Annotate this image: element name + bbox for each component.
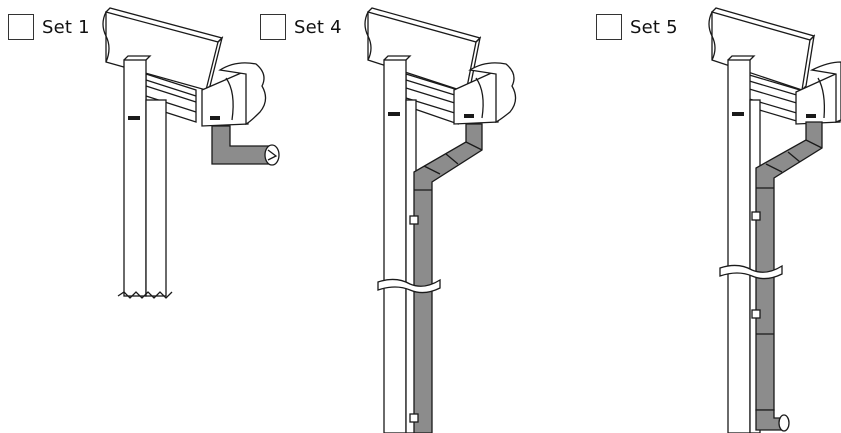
set-1-label: Set 1 bbox=[42, 16, 90, 38]
set-1-illustration bbox=[102, 7, 280, 299]
set-5-illustration bbox=[708, 7, 841, 433]
set-1-checkbox[interactable] bbox=[8, 14, 34, 40]
set-5-option[interactable]: Set 5 bbox=[596, 12, 678, 42]
set-4-illustration bbox=[364, 7, 517, 433]
set-1-option[interactable]: Set 1 bbox=[8, 12, 90, 42]
set-5-label: Set 5 bbox=[630, 16, 678, 38]
set-4-label: Set 4 bbox=[294, 16, 342, 38]
set-4-checkbox[interactable] bbox=[260, 14, 286, 40]
set-4-option[interactable]: Set 4 bbox=[260, 12, 342, 42]
set-5-checkbox[interactable] bbox=[596, 14, 622, 40]
